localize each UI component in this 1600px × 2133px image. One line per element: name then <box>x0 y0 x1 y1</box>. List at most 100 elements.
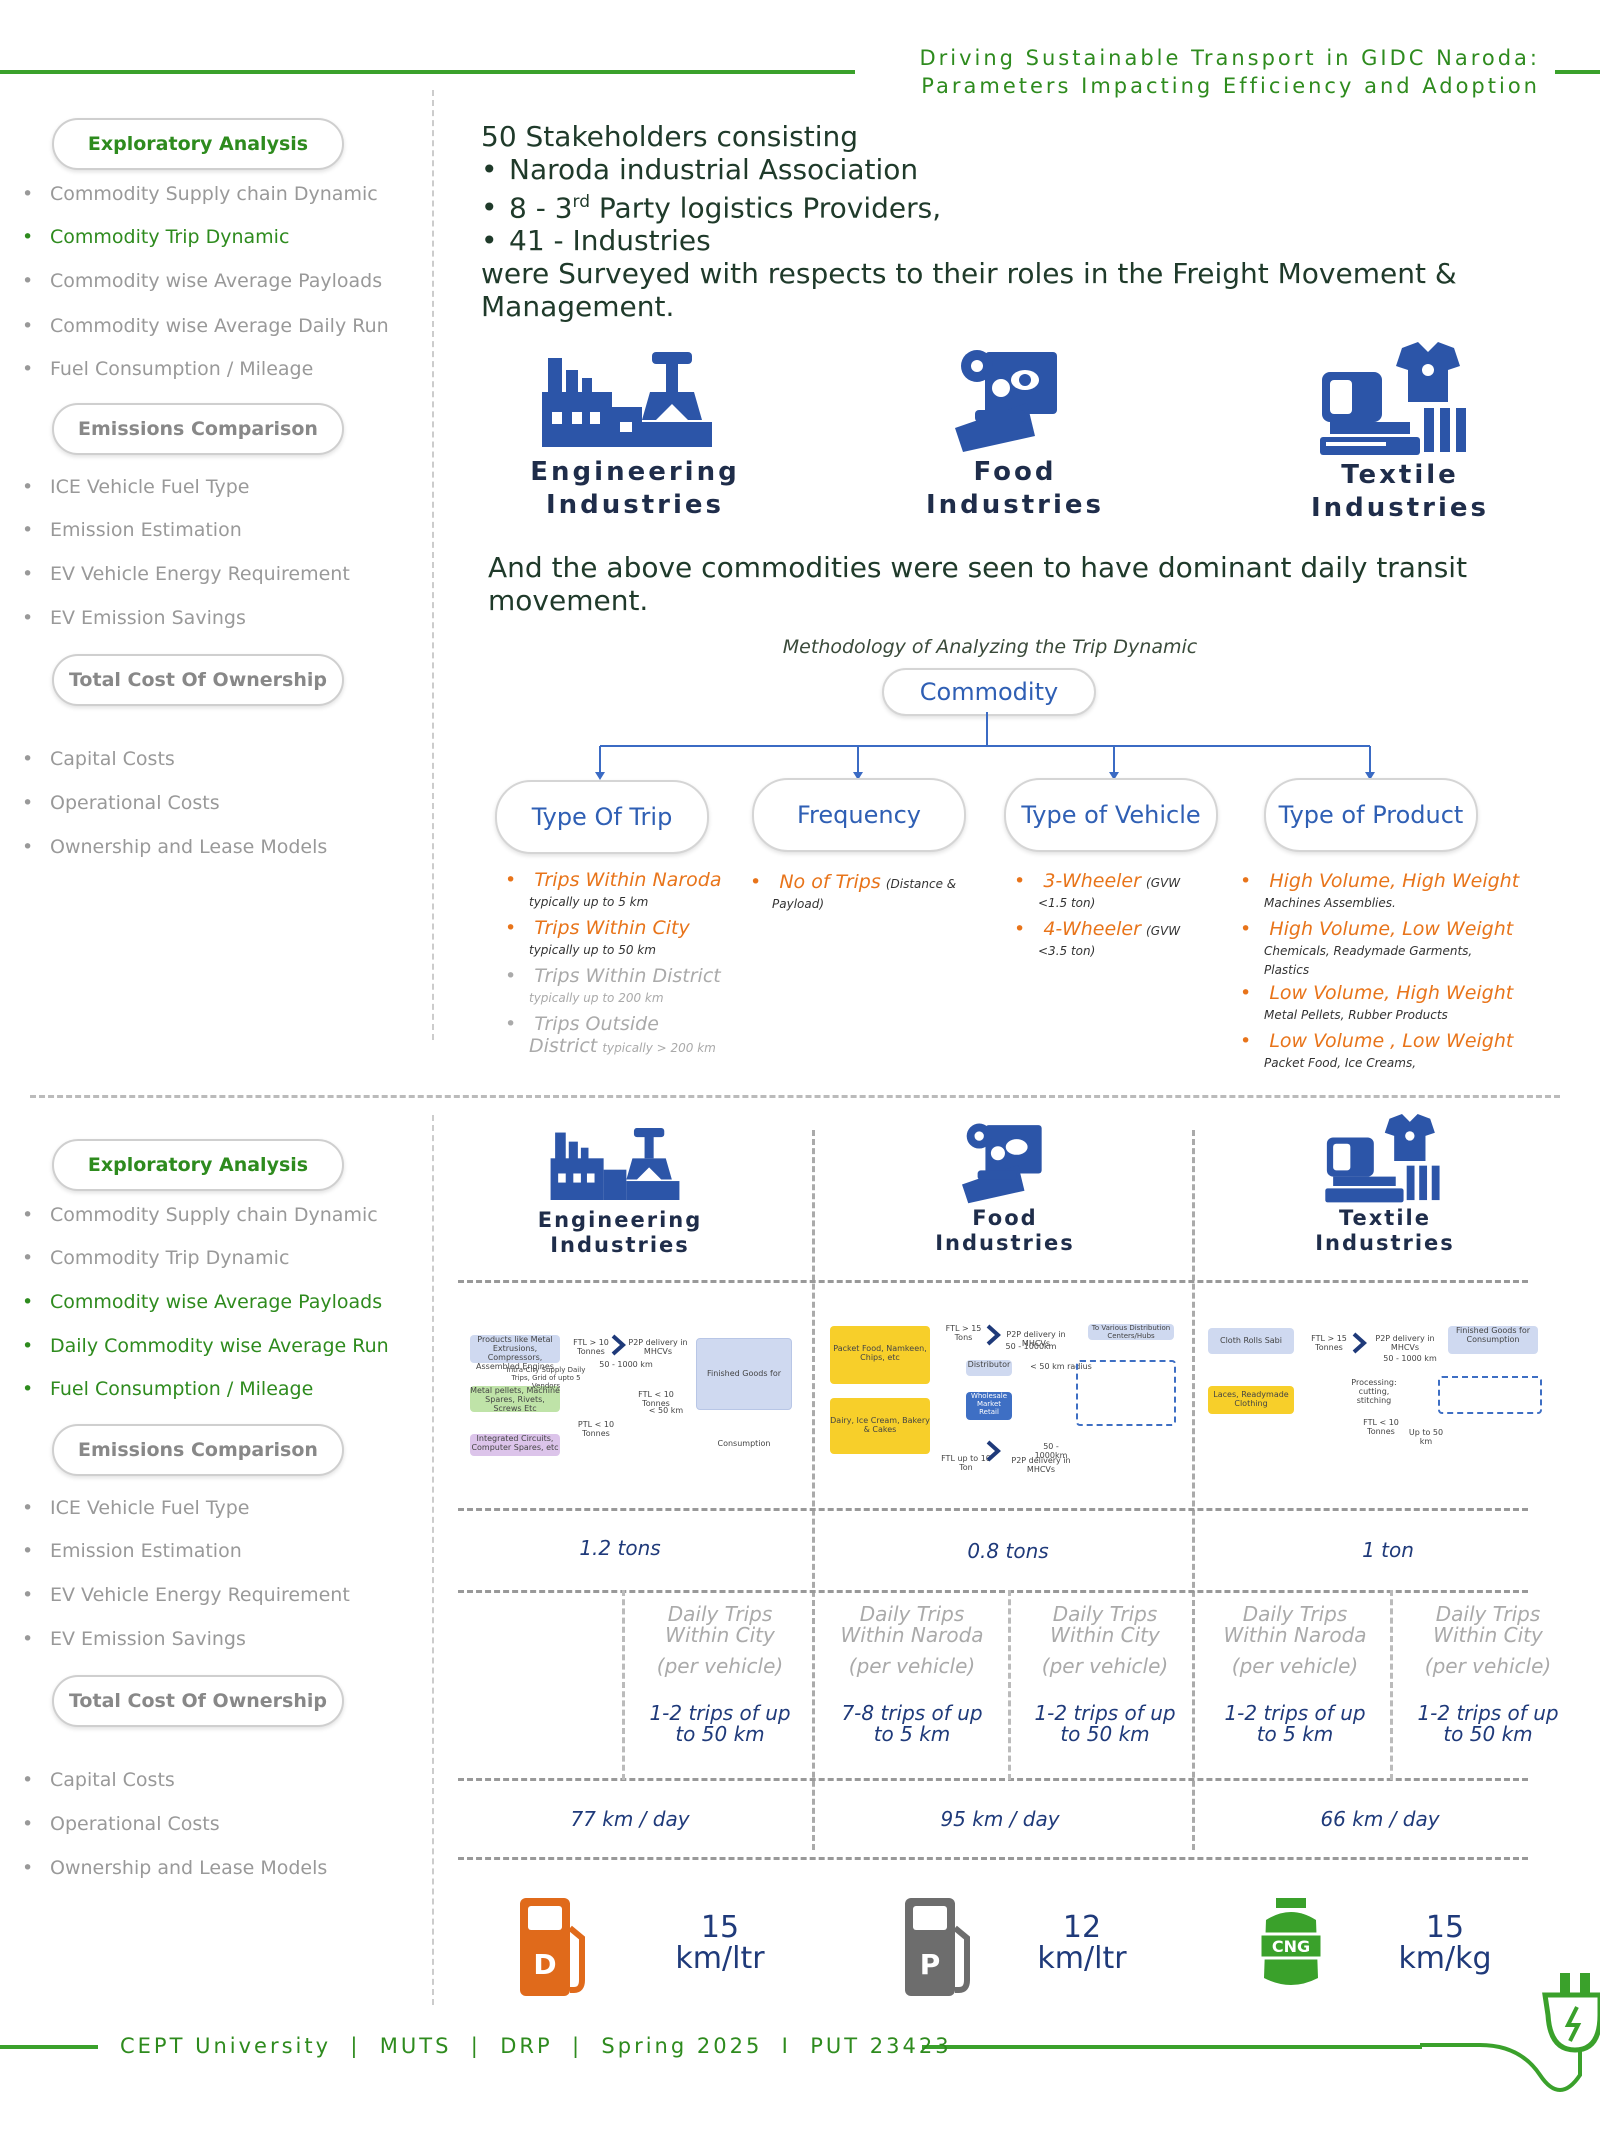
sidebar-item[interactable]: •Ownership and Lease Models <box>22 1857 328 1879</box>
sc-label: FTL < 10 Tonnes <box>1363 1418 1399 1436</box>
vehicle-item: • 4-Wheeler (GVW<3.5 ton) <box>1014 918 1181 958</box>
sidebar-item[interactable]: •EV Emission Savings <box>22 1628 246 1650</box>
sc-label: 50 - 1000 km <box>599 1360 653 1369</box>
sidebar-item-active[interactable]: •Daily Commodity wise Average Run <box>22 1335 389 1357</box>
daily-run-value: 77 km / day <box>570 1807 690 1831</box>
footer-text: CEPT University | MUTS | DRP | Spring 20… <box>120 2034 952 2058</box>
sc-label: 50 - 1000km <box>1005 1342 1057 1351</box>
grid-row-divider <box>458 1508 1528 1511</box>
fuel-letter: CNG <box>1272 1937 1310 1956</box>
food-cake-icon <box>955 350 1057 452</box>
sc-label: P2P delivery in MHCVs <box>1375 1334 1435 1352</box>
header-rule-right <box>1555 70 1600 74</box>
methodology-title: Methodology of Analyzing the Trip Dynami… <box>782 636 1198 658</box>
sc-label: P2P delivery in MHCVs <box>628 1338 688 1356</box>
sidebar-pill-exploratory[interactable]: Exploratory Analysis <box>52 118 344 170</box>
sidebar-item[interactable]: •Commodity Trip Dynamic <box>22 1247 290 1269</box>
sc-label: 50 - 1000 km <box>1383 1354 1437 1363</box>
sidebar-item[interactable]: •Capital Costs <box>22 1769 175 1791</box>
sc-label: FTL < 10 Tonnes <box>638 1390 674 1408</box>
sidebar-item-active[interactable]: •Fuel Consumption / Mileage <box>22 1378 314 1400</box>
payload-value: 1 ton <box>1362 1538 1414 1562</box>
grid-col-divider <box>812 1130 815 1850</box>
sc-label: FTL > 15 Tons <box>945 1324 982 1342</box>
grid-col-divider <box>1192 1130 1195 1850</box>
sc-box: Cloth Rolls Sabi <box>1208 1328 1294 1354</box>
sidebar-item[interactable]: •Capital Costs <box>22 748 175 770</box>
methodology-connector <box>595 712 1375 780</box>
sidebar-item[interactable]: •Ownership and Lease Models <box>22 836 328 858</box>
header-rule-left <box>0 70 855 74</box>
grid-row-divider <box>458 1857 1528 1860</box>
payload-value: 1.2 tons <box>579 1536 661 1560</box>
sc-box: Metal pellets, Machine Spares, Rivets, S… <box>470 1386 560 1413</box>
footer-rule-left <box>0 2045 98 2049</box>
sc-label: Up to 50 km <box>1408 1428 1444 1446</box>
sc-box: Wholesale Market Retail <box>966 1392 1012 1420</box>
sidebar-item[interactable]: •Commodity wise Average Payloads <box>22 270 383 292</box>
sidebar-pill-exploratory[interactable]: Exploratory Analysis <box>52 1139 344 1191</box>
factory-robot-arm-icon <box>550 1128 680 1200</box>
sidebar-pill-tco[interactable]: Total Cost Of Ownership <box>52 1675 344 1727</box>
sidebar-item[interactable]: •Commodity wise Average Daily Run <box>22 315 389 337</box>
daily-run-value: 66 km / day <box>1320 1807 1440 1831</box>
sidebar-item[interactable]: •Emission Estimation <box>22 1540 242 1562</box>
sidebar-item[interactable]: •Emission Estimation <box>22 519 242 541</box>
sc-label: Intra-City Supply Daily Trips, Grid of u… <box>506 1366 586 1390</box>
grid-row-divider <box>458 1590 1528 1593</box>
sc-label: FTL > 15 Tonnes <box>1311 1334 1347 1352</box>
fuel-letter: P <box>920 1948 941 1981</box>
sewing-machine-tshirt-icon <box>1320 342 1466 455</box>
sidebar-pill-tco[interactable]: Total Cost Of Ownership <box>52 654 344 706</box>
section-divider <box>30 1095 1560 1098</box>
intro-block: 50 Stakeholders consisting •Naroda indus… <box>481 120 1521 323</box>
sidebar-item[interactable]: •Operational Costs <box>22 1813 220 1835</box>
sidebar-item[interactable]: •EV Emission Savings <box>22 607 246 629</box>
daily-run-value: 95 km / day <box>940 1807 1060 1831</box>
sidebar-item[interactable]: •Fuel Consumption / Mileage <box>22 358 314 380</box>
factory-robot-arm-icon <box>542 352 712 447</box>
sc-box: Products like Metal Extrusions, Compress… <box>470 1335 560 1371</box>
sc-label: Processing: cutting, stitching <box>1351 1378 1397 1405</box>
sidebar-divider-bottom <box>432 1115 434 2005</box>
sidebar-item[interactable]: •EV Vehicle Energy Requirement <box>22 1584 350 1606</box>
sc-label: < 50 km radius <box>1030 1362 1092 1371</box>
sc-box: Distributor <box>966 1360 1012 1376</box>
food-cake-icon <box>962 1123 1042 1204</box>
supply-chain-engineering: Products like Metal Extrusions, Compress… <box>466 1330 796 1470</box>
petrol-pump-icon: P <box>905 1898 970 1996</box>
sewing-machine-tshirt-icon <box>1325 1114 1440 1203</box>
sidebar-item-active[interactable]: •Commodity Trip Dynamic <box>22 226 290 248</box>
sc-label: FTL > 10 Tonnes <box>573 1338 609 1356</box>
method-node-trip: Type Of Trip <box>495 780 709 854</box>
intro-bullet: •8 - 3rd Party logistics Providers, <box>481 191 942 225</box>
sidebar-item[interactable]: •Commodity Supply chain Dynamic <box>22 183 378 205</box>
sc-dashed-box <box>1438 1376 1542 1414</box>
sidebar-item[interactable]: •Operational Costs <box>22 792 220 814</box>
sidebar-item[interactable]: •Commodity Supply chain Dynamic <box>22 1204 378 1226</box>
sidebar-item[interactable]: •ICE Vehicle Fuel Type <box>22 1497 250 1519</box>
sidebar-pill-emissions[interactable]: Emissions Comparison <box>52 403 344 455</box>
sidebar-item-active[interactable]: •Commodity wise Average Payloads <box>22 1291 383 1313</box>
fuel-letter: D <box>533 1948 556 1981</box>
sidebar-item[interactable]: •EV Vehicle Energy Requirement <box>22 563 350 585</box>
sidebar-pill-emissions[interactable]: Emissions Comparison <box>52 1424 344 1476</box>
intro-after-text: And the above commodities were seen to h… <box>488 551 1468 617</box>
supply-chain-food: Packet Food, Namkeen, Chips, etc Dairy, … <box>826 1314 1180 1474</box>
intro-line: 50 Stakeholders consisting <box>481 120 859 153</box>
sidebar-item[interactable]: •ICE Vehicle Fuel Type <box>22 476 250 498</box>
grid-subcol-divider <box>1390 1590 1393 1780</box>
sc-dest: Finished Goods for Consumption <box>1448 1326 1538 1354</box>
